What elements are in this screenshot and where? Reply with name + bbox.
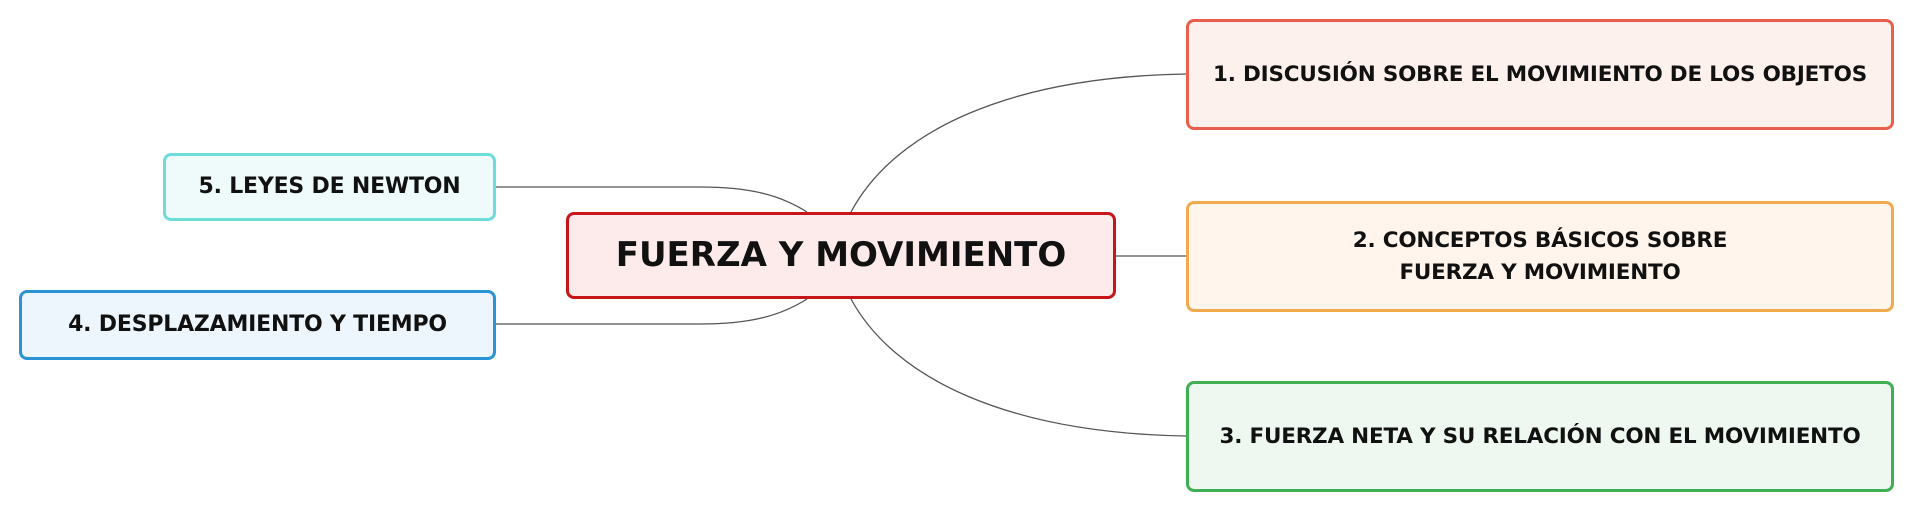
topic-label-2: 2. CONCEPTOS BÁSICOS SOBRE FUERZA Y MOVI… xyxy=(1352,228,1728,285)
topic-label-1: 1. DISCUSIÓN SOBRE EL MOVIMIENTO DE LOS … xyxy=(1213,61,1867,87)
topic-label-4: 4. DESPLAZAMIENTO Y TIEMPO xyxy=(68,312,447,338)
connector-central-to-topic-1 xyxy=(850,73,1187,213)
connector-central-to-topic-4 xyxy=(496,298,808,325)
central-topic-label: FUERZA Y MOVIMIENTO xyxy=(615,234,1067,275)
central-topic-node[interactable]: FUERZA Y MOVIMIENTO xyxy=(566,212,1116,299)
topic-node-3[interactable]: 3. FUERZA NETA Y SU RELACIÓN CON EL MOVI… xyxy=(1186,381,1894,492)
topic-node-5[interactable]: 5. LEYES DE NEWTON xyxy=(163,153,496,221)
topic-node-4[interactable]: 4. DESPLAZAMIENTO Y TIEMPO xyxy=(19,290,496,360)
topic-node-1[interactable]: 1. DISCUSIÓN SOBRE EL MOVIMIENTO DE LOS … xyxy=(1186,19,1894,130)
topic-label-3: 3. FUERZA NETA Y SU RELACIÓN CON EL MOVI… xyxy=(1219,423,1861,449)
connector-central-to-topic-5 xyxy=(496,186,808,213)
connector-central-to-topic-3 xyxy=(850,298,1187,437)
topic-node-2[interactable]: 2. CONCEPTOS BÁSICOS SOBRE FUERZA Y MOVI… xyxy=(1186,201,1894,312)
topic-label-5: 5. LEYES DE NEWTON xyxy=(198,174,461,200)
